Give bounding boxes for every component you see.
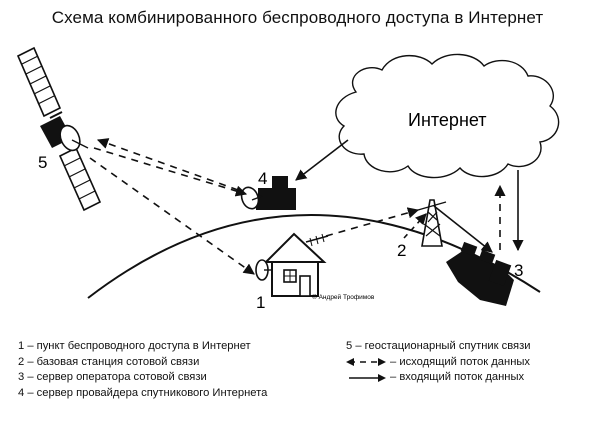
house-icon (255, 232, 329, 297)
operator-server-icon (446, 241, 514, 306)
flow-tower-to-operator (433, 205, 493, 253)
flow-house-to-tower (325, 207, 420, 237)
legend-item-2: 2 – базовая станция сотовой связи (18, 355, 200, 368)
marker-1: 1 (256, 293, 265, 312)
legend-item-1: 1 – пункт беспроводного доступа в Интерн… (18, 340, 251, 352)
legend-item-4: 4 – сервер провайдера спутникового Интер… (18, 386, 268, 399)
marker-5: 5 (38, 153, 47, 172)
legend-incoming-row: – входящий поток данных (346, 370, 530, 386)
cell-tower-icon (417, 199, 447, 247)
solid-arrow-icon (349, 373, 386, 382)
dashed-arrow-icon (346, 358, 386, 367)
legend-item-5: 5 – геостационарный спутник связи (346, 340, 531, 352)
internet-label: Интернет (408, 110, 487, 130)
satellite-icon (16, 46, 102, 212)
legend-right: 5 – геостационарный спутник связи – исхо… (346, 339, 530, 386)
legend-incoming-label: – входящий поток данных (390, 371, 525, 384)
flow-internet-to-provider (295, 139, 349, 181)
legend-outgoing-label: – исходящий поток данных (390, 355, 531, 368)
legend-item-3: 3 – сервер оператора сотовой связи (18, 371, 207, 384)
diagram-title: Схема комбинированного беспроводного дос… (51, 8, 544, 27)
flow-satellite-to-provider (93, 147, 248, 197)
legend-outgoing-row: – исходящий поток данных (346, 355, 530, 371)
flow-satellite-to-house (89, 157, 255, 275)
marker-3: 3 (514, 261, 523, 280)
copyright-text: © Андрей Трофимов (312, 293, 375, 301)
flow-provider-to-satellite (96, 138, 239, 191)
provider-server-icon (240, 176, 296, 210)
internet-cloud (335, 53, 560, 179)
marker-4: 4 (258, 169, 267, 188)
marker-2: 2 (397, 241, 406, 260)
legend-left: 1 – пункт беспроводного доступа в Интерн… (18, 339, 267, 401)
